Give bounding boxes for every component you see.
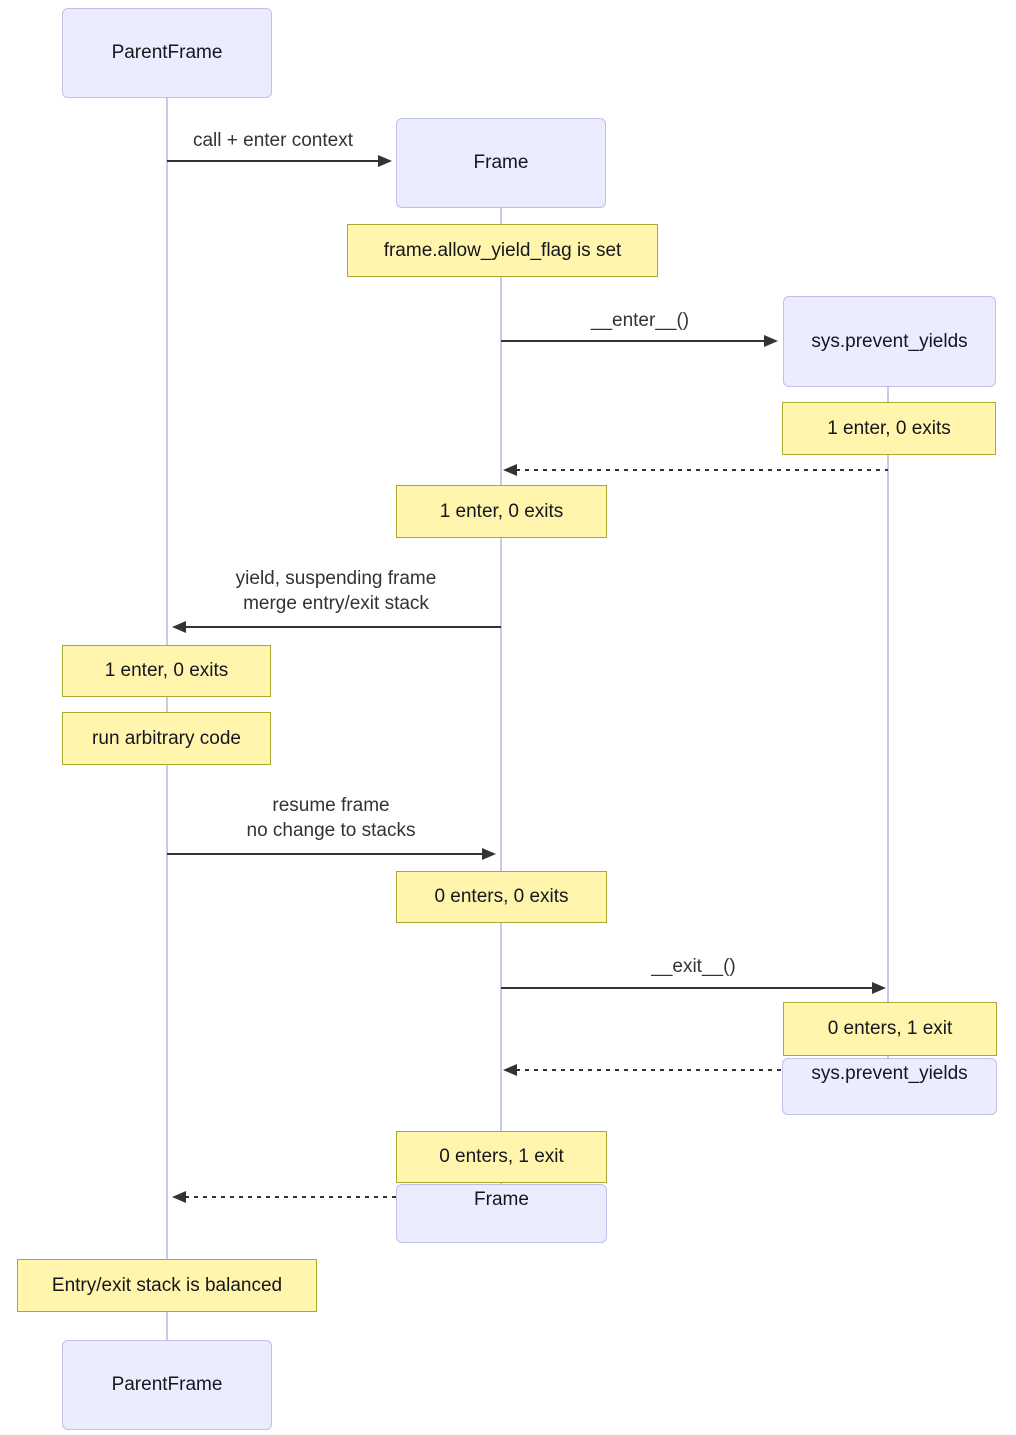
actor-sys-prevent-yields-top: sys.prevent_yields xyxy=(783,296,996,387)
message-line-yield xyxy=(185,626,501,628)
lifeline-frame xyxy=(500,208,502,1184)
note-center-0-enters-0-exits: 0 enters, 0 exits xyxy=(396,871,607,923)
note-stack-balanced: Entry/exit stack is balanced xyxy=(17,1259,317,1312)
message-label-exit: __exit__() xyxy=(651,956,736,977)
arrowhead-right-icon xyxy=(482,848,496,860)
lifeline-sys-prevent-yields xyxy=(887,387,889,1058)
message-line-exit xyxy=(501,987,873,989)
arrowhead-left-icon xyxy=(503,464,517,476)
arrowhead-right-icon xyxy=(764,335,778,347)
message-line-return-1 xyxy=(516,469,888,471)
arrowhead-right-icon xyxy=(378,155,392,167)
note-center-0-enters-1-exit: 0 enters, 1 exit xyxy=(396,1131,607,1183)
note-left-1-enter-0-exits: 1 enter, 0 exits xyxy=(62,645,271,697)
message-line-enter xyxy=(501,340,765,342)
actor-parentframe-bottom: ParentFrame xyxy=(62,1340,272,1430)
note-allow-yield-flag: frame.allow_yield_flag is set xyxy=(347,224,658,277)
actor-parentframe-top: ParentFrame xyxy=(62,8,272,98)
message-label-yield-line1: yield, suspending frame xyxy=(235,568,437,589)
message-line-return-2 xyxy=(516,1069,783,1071)
note-right-1-enter-0-exits: 1 enter, 0 exits xyxy=(782,402,996,455)
note-right-0-enters-1-exit: 0 enters, 1 exit xyxy=(783,1002,997,1056)
message-line-call xyxy=(167,160,379,162)
note-center-1-enter-0-exits: 1 enter, 0 exits xyxy=(396,485,607,538)
message-label-yield: yield, suspending frame merge entry/exit… xyxy=(169,566,503,616)
message-line-resume xyxy=(167,853,483,855)
arrowhead-left-icon xyxy=(172,621,186,633)
message-line-return-3 xyxy=(185,1196,396,1198)
arrowhead-left-icon xyxy=(172,1191,186,1203)
message-label-enter: __enter__() xyxy=(590,310,690,331)
note-run-arbitrary-code: run arbitrary code xyxy=(62,712,271,765)
message-label-resume-line1: resume frame xyxy=(272,795,390,816)
arrowhead-right-icon xyxy=(872,982,886,994)
actor-frame-bottom: Frame xyxy=(396,1184,607,1243)
arrowhead-left-icon xyxy=(503,1064,517,1076)
message-label-resume-line2: no change to stacks xyxy=(246,820,416,841)
message-label-call-enter-context: call + enter context xyxy=(192,130,353,151)
actor-sys-prevent-yields-bottom: sys.prevent_yields xyxy=(782,1058,997,1115)
message-label-resume: resume frame no change to stacks xyxy=(166,793,496,843)
actor-frame-top: Frame xyxy=(396,118,606,208)
message-label-yield-line2: merge entry/exit stack xyxy=(243,593,429,614)
